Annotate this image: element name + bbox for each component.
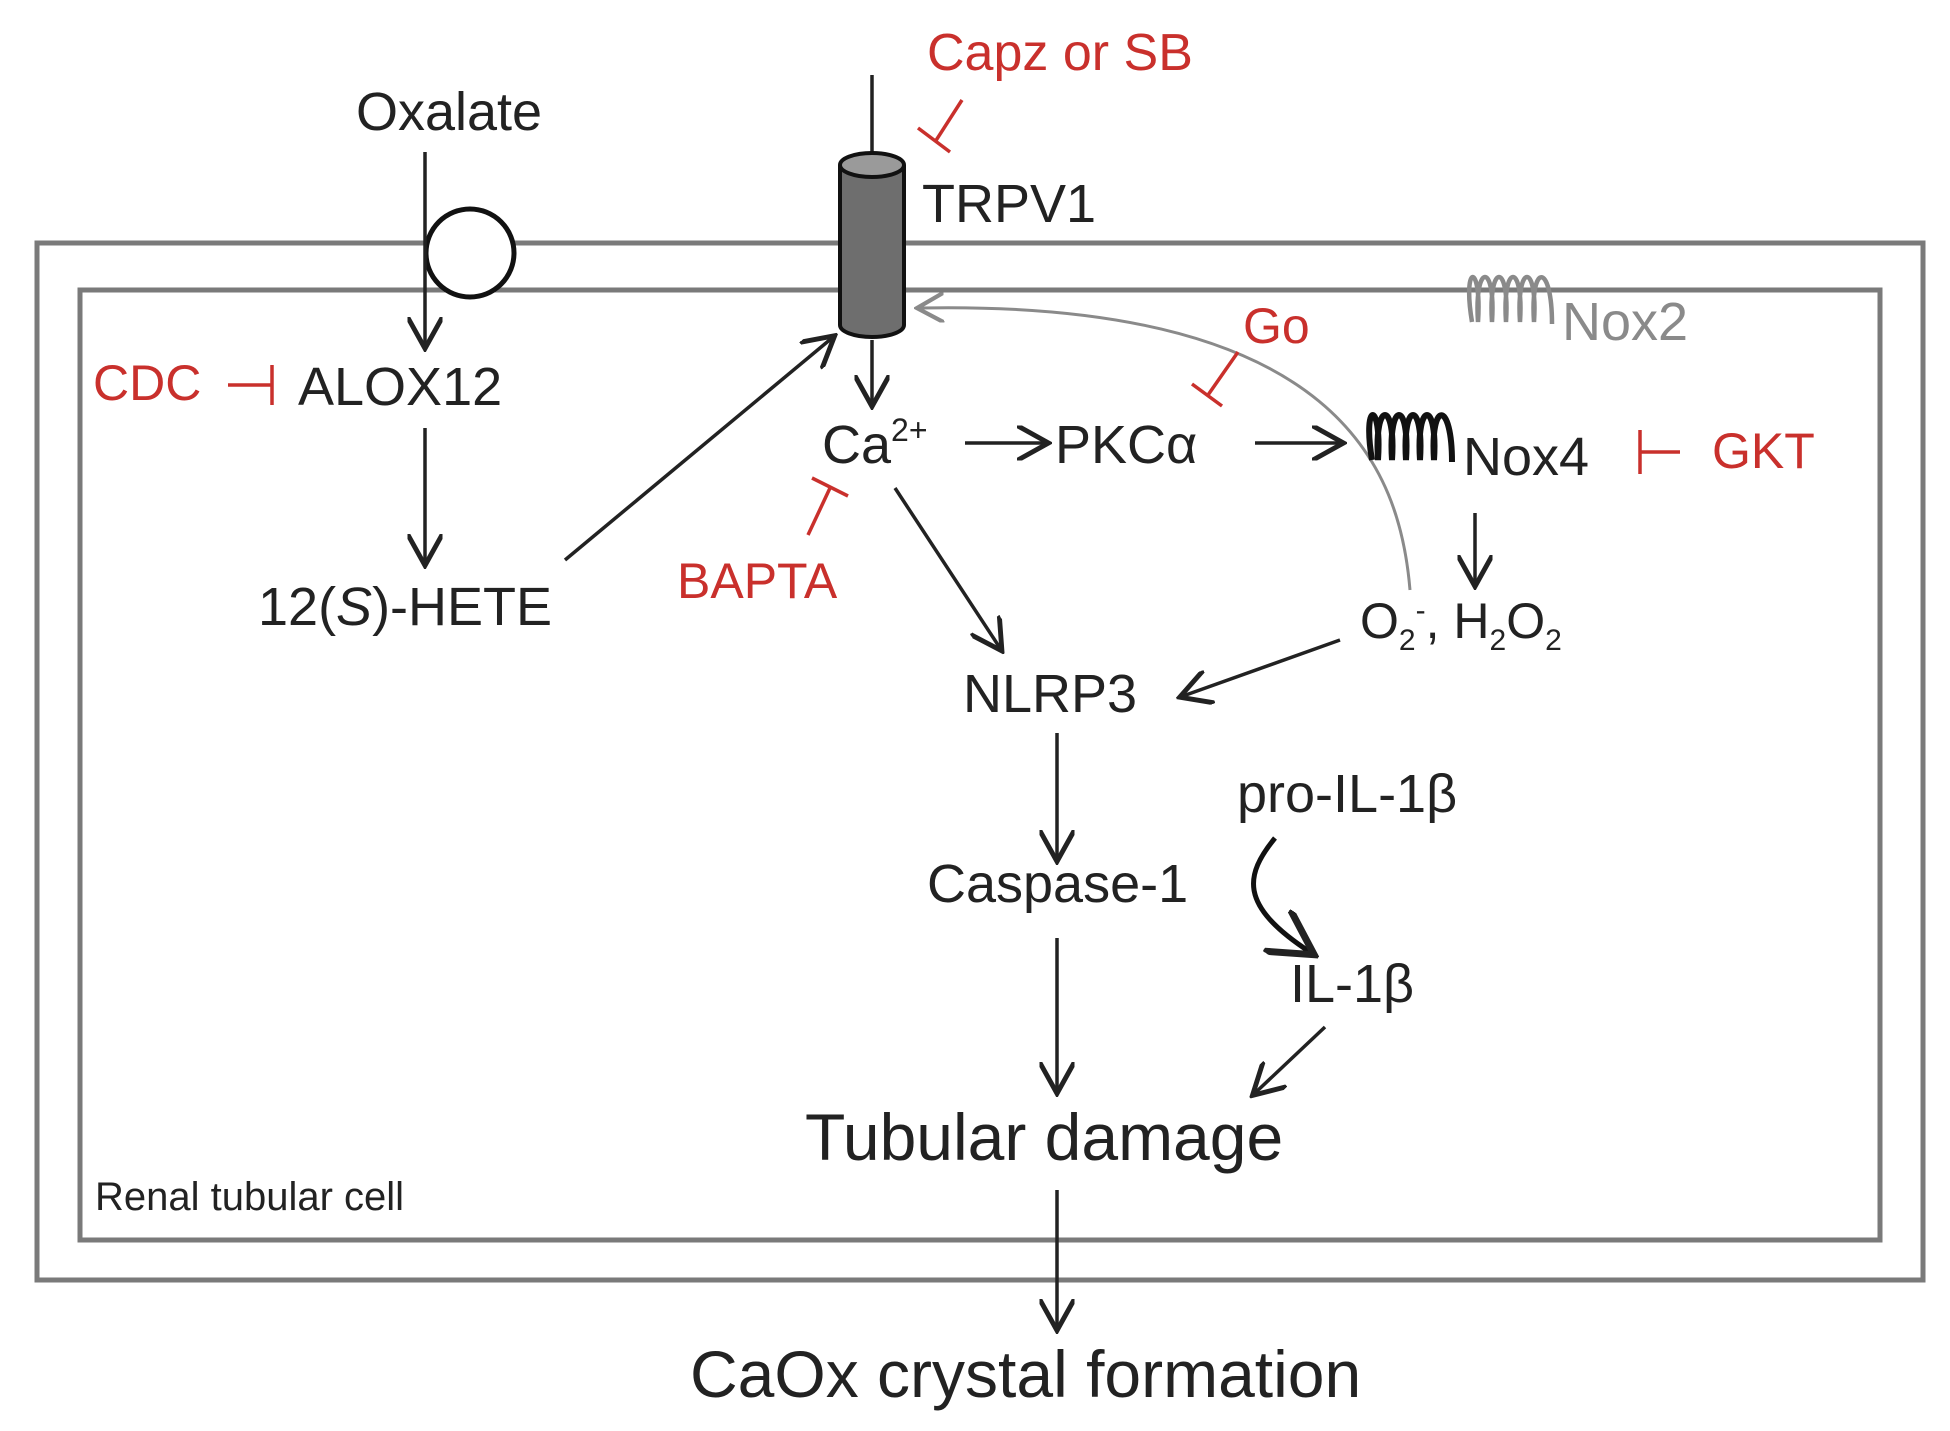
label-tubular-damage: Tubular damage	[805, 1100, 1283, 1174]
nox4-coil-icon	[1366, 412, 1455, 463]
inhibit-gkt-on-nox4	[1638, 430, 1680, 474]
label-pro-il1b: pro-IL-1β	[1237, 764, 1457, 824]
label-il1b: IL-1β	[1290, 954, 1414, 1014]
label-12s-hete: 12(S)-HETE	[258, 577, 552, 637]
nox2-coil-icon	[1467, 274, 1555, 325]
label-cdc: CDC	[93, 355, 201, 411]
arrow-hete-to-trpv1	[563, 338, 832, 562]
label-oxalate: Oxalate	[356, 82, 542, 142]
label-caox-crystal: CaOx crystal formation	[690, 1337, 1361, 1411]
inhibit-go-on-pkc	[1190, 350, 1240, 408]
label-ros: O2-, H2O2	[1360, 593, 1562, 657]
inhibit-cdc-on-alox12	[228, 365, 274, 405]
arrow-ros-feedback-to-trpv1	[920, 308, 1412, 591]
label-nox4: Nox4	[1463, 427, 1589, 487]
arrow-il1b-to-damage	[1255, 1025, 1327, 1093]
label-trpv1: TRPV1	[922, 174, 1096, 234]
arrow-ca-to-nlrp3	[893, 487, 1000, 648]
inhibit-bapta-on-ca	[806, 476, 849, 536]
label-alox12: ALOX12	[298, 357, 502, 417]
label-nox2: Nox2	[1562, 292, 1688, 352]
inhibit-capz-sb-on-trpv1	[916, 99, 964, 154]
label-cell: Renal tubular cell	[95, 1175, 404, 1219]
label-caspase1: Caspase-1	[927, 854, 1188, 914]
cell-outer-membrane	[34, 240, 1926, 1283]
label-pkc-alpha: PKCα	[1055, 415, 1197, 475]
label-gkt: GKT	[1712, 423, 1815, 479]
arrow-ros-to-nlrp3	[1183, 638, 1341, 696]
arrow-proil1b-to-il1b	[1251, 836, 1310, 952]
oxalate-transporter	[423, 206, 517, 300]
label-bapta: BAPTA	[677, 553, 838, 609]
label-nlrp3: NLRP3	[963, 664, 1137, 724]
label-capz-sb: Capz or SB	[927, 24, 1193, 82]
label-go: Go	[1243, 298, 1310, 354]
label-calcium: Ca2+	[822, 412, 928, 475]
trpv1-channel-icon	[838, 75, 906, 339]
cell-inner-membrane	[77, 287, 1883, 1243]
